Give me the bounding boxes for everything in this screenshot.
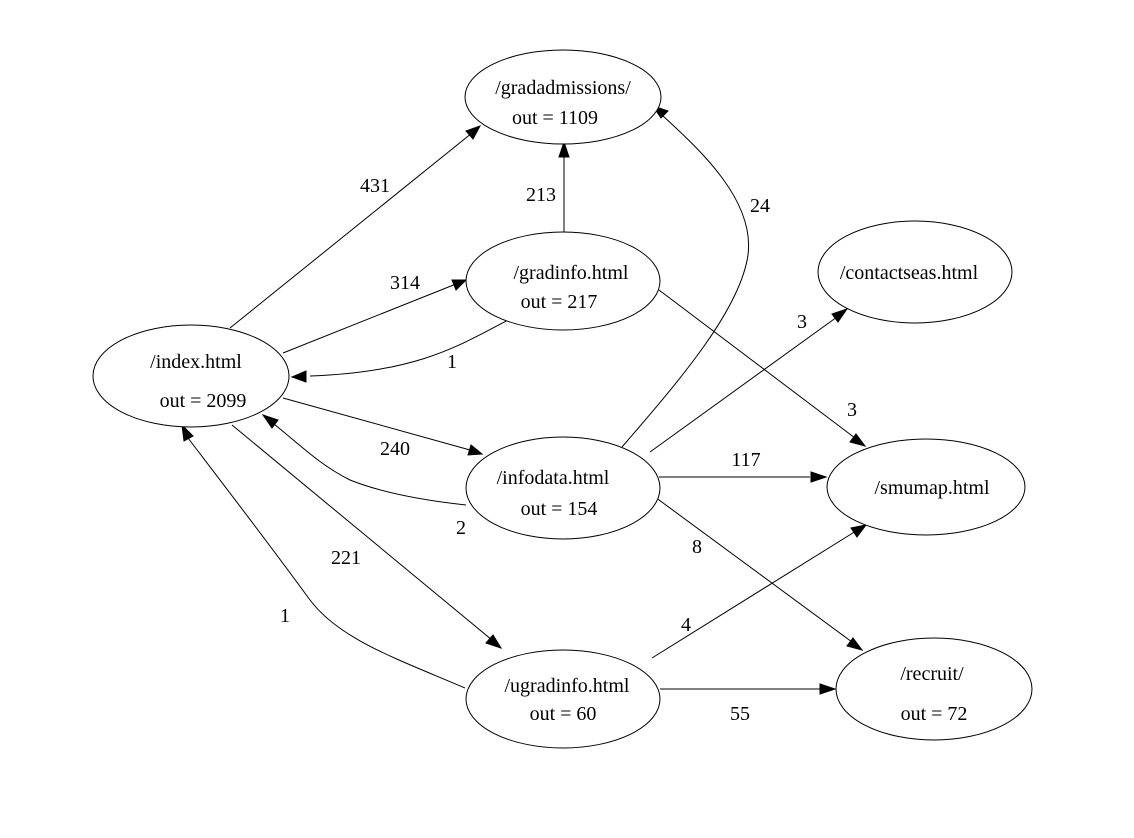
edge-index-to-ugradinfo: 221 xyxy=(231,424,503,649)
node-ellipse xyxy=(465,436,661,540)
edge-label: 3 xyxy=(847,399,857,421)
edge-line xyxy=(282,397,471,451)
arrow-head xyxy=(290,370,307,383)
node-out-count: out = 60 xyxy=(530,703,597,725)
edge-ugradinfo-to-index: 1 xyxy=(181,423,466,689)
edge-label: 2 xyxy=(456,517,466,539)
edge-label: 8 xyxy=(692,536,702,558)
arrow-head xyxy=(485,634,503,649)
edge-label: 117 xyxy=(731,449,760,471)
edge-line xyxy=(273,423,467,506)
node-title: /smumap.html xyxy=(875,477,990,499)
node-title: /ugradinfo.html xyxy=(505,675,630,697)
node-ellipse xyxy=(464,49,662,145)
node-out-count: out = 154 xyxy=(521,498,598,520)
node-index[interactable]: /index.html out = 2099 xyxy=(92,324,290,428)
edge-label: 24 xyxy=(750,195,770,217)
edge-infodata-to-index: 2 xyxy=(261,414,467,539)
node-smumap[interactable]: /smumap.html xyxy=(826,438,1026,536)
edge-line xyxy=(654,496,853,643)
arrow-head xyxy=(846,637,864,651)
arrow-head xyxy=(819,683,837,695)
edge-label: 55 xyxy=(730,703,750,725)
edge-line xyxy=(231,424,493,641)
edge-label: 4 xyxy=(681,614,691,636)
edge-line xyxy=(282,283,457,354)
node-ellipse xyxy=(465,231,661,331)
node-out-count: out = 1109 xyxy=(512,107,598,129)
edge-ugradinfo-to-recruit: 55 xyxy=(660,683,837,725)
node-title: /infodata.html xyxy=(497,467,610,489)
edge-label: 221 xyxy=(331,547,361,569)
edge-gradinfo-to-smumap: 3 xyxy=(658,289,867,447)
node-gradadmissions[interactable]: /gradadmissions/ out = 1109 xyxy=(464,49,662,145)
edge-index-to-gradadmissions: 431 xyxy=(229,125,482,329)
arrow-head xyxy=(831,308,849,323)
node-title: /index.html xyxy=(150,351,242,373)
edge-label: 431 xyxy=(360,175,390,197)
arrow-head xyxy=(465,125,482,140)
node-title: /recruit/ xyxy=(900,663,964,685)
edge-infodata-to-contactseas: 3 xyxy=(649,308,849,453)
arrow-head xyxy=(451,279,468,291)
edge-gradinfo-to-gradadmissions: 213 xyxy=(526,140,570,232)
edge-line xyxy=(187,437,466,689)
edge-label: 1 xyxy=(447,351,457,373)
arrow-head xyxy=(467,444,484,456)
edge-line xyxy=(621,114,750,448)
edge-gradinfo-to-index: 1 xyxy=(290,317,513,383)
edge-label: 213 xyxy=(526,184,556,206)
node-out-count: out = 217 xyxy=(521,291,598,313)
node-ellipse xyxy=(92,324,290,428)
node-out-count: out = 72 xyxy=(901,703,968,725)
node-title: /gradadmissions/ xyxy=(495,77,631,99)
edge-label: 1 xyxy=(280,605,290,627)
edge-label: 240 xyxy=(380,438,410,460)
edge-infodata-to-recruit: 8 xyxy=(654,496,864,651)
node-infodata[interactable]: /infodata.html out = 154 xyxy=(465,436,661,540)
edge-ugradinfo-to-smumap: 4 xyxy=(651,524,868,659)
edge-line xyxy=(651,530,857,659)
arrow-head xyxy=(810,471,828,483)
node-ugradinfo[interactable]: /ugradinfo.html out = 60 xyxy=(465,649,661,749)
node-title: /contactseas.html xyxy=(840,262,979,284)
node-out-count: out = 2099 xyxy=(160,390,247,412)
edge-infodata-to-smumap: 117 xyxy=(659,449,828,483)
edge-line xyxy=(229,132,473,329)
edge-line xyxy=(658,289,856,439)
edge-line xyxy=(309,317,513,377)
node-contactseas[interactable]: /contactseas.html xyxy=(817,220,1013,324)
node-title: /gradinfo.html xyxy=(514,262,629,284)
edge-index-to-gradinfo: 314 xyxy=(282,272,468,354)
arrow-head xyxy=(850,524,868,538)
edge-label: 314 xyxy=(390,272,420,294)
node-gradinfo[interactable]: /gradinfo.html out = 217 xyxy=(465,231,661,331)
node-recruit[interactable]: /recruit/ out = 72 xyxy=(835,637,1033,741)
node-ellipse xyxy=(817,220,1013,324)
arrow-head xyxy=(261,414,279,429)
node-ellipse xyxy=(826,438,1026,536)
node-ellipse xyxy=(835,637,1033,741)
arrow-head xyxy=(849,433,867,447)
edge-index-to-infodata: 240 xyxy=(282,397,484,460)
edge-line xyxy=(649,316,838,453)
arrow-head xyxy=(181,423,194,442)
node-ellipse xyxy=(465,649,661,749)
edge-label: 3 xyxy=(797,311,807,333)
arrow-head xyxy=(558,140,570,158)
